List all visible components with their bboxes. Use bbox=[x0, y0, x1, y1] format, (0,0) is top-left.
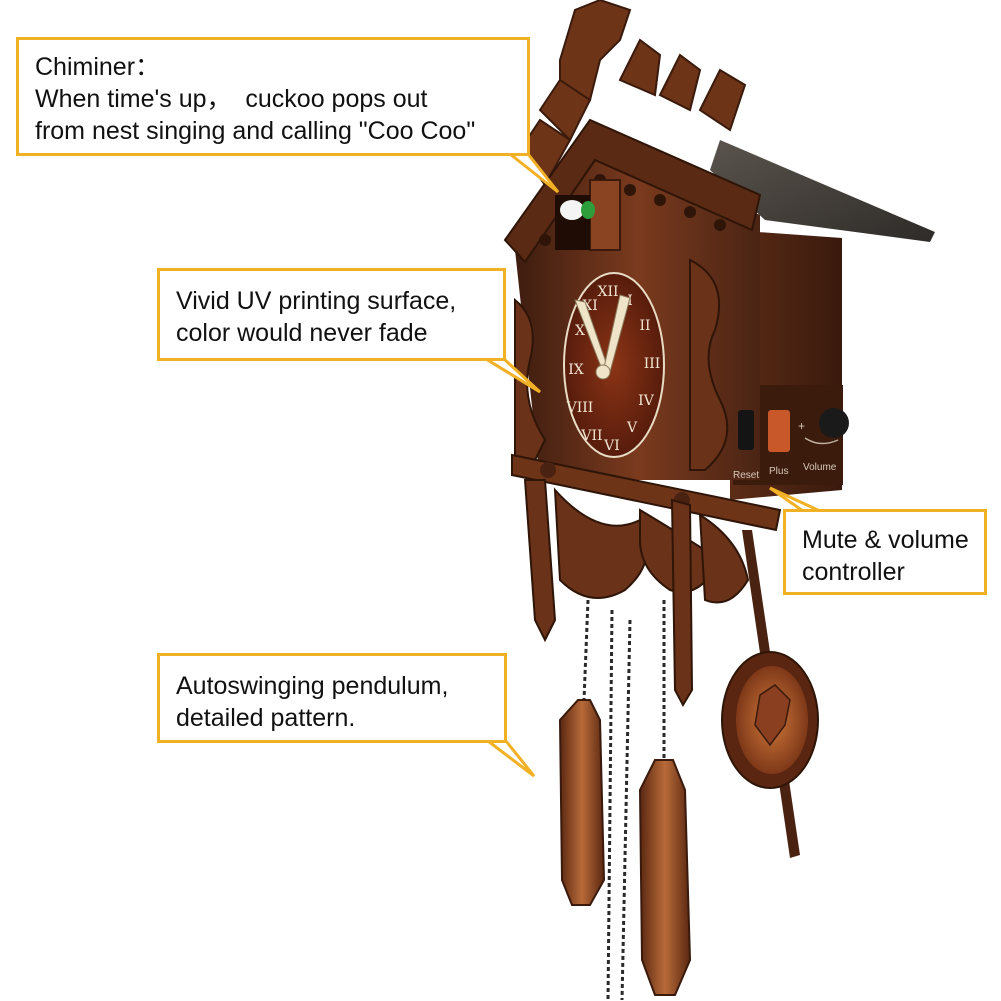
numeral-5: V bbox=[626, 420, 638, 436]
callout-mute-line1: Mute & volume bbox=[802, 526, 969, 554]
callout-uv-line2: color would never fade bbox=[176, 319, 428, 347]
plus-label: Plus bbox=[769, 466, 788, 477]
callout-chiminer: Chiminer： When time's up， cuckoo pops ou… bbox=[16, 37, 530, 156]
reset-label: Reset bbox=[733, 470, 759, 481]
numeral-8: VIII bbox=[566, 400, 594, 416]
clock-hands bbox=[574, 294, 631, 380]
numeral-9: IX bbox=[568, 362, 584, 378]
callout-pointers bbox=[485, 152, 821, 778]
volume-label: Volume bbox=[803, 462, 837, 473]
cuckoo-door bbox=[589, 179, 621, 251]
volume-knob[interactable] bbox=[819, 408, 849, 438]
numeral-1: I bbox=[627, 293, 633, 309]
callout-mute-volume: Mute & volume controller bbox=[783, 509, 987, 595]
numeral-4: IV bbox=[638, 393, 655, 409]
pendulum-leaf-icon bbox=[754, 684, 791, 747]
pinecone-weight-right bbox=[638, 759, 692, 996]
carved-crown bbox=[518, 0, 747, 187]
callout-chiminer-title: Chiminer： bbox=[35, 53, 161, 81]
cuckoo-bird bbox=[560, 200, 584, 220]
numeral-12: XII bbox=[597, 284, 618, 300]
plus-button[interactable] bbox=[768, 410, 790, 452]
callout-pendulum-line2: detailed pattern. bbox=[176, 704, 356, 732]
shelf-beam bbox=[511, 453, 782, 532]
weight-chains bbox=[582, 599, 666, 1001]
callout-chiminer-line2: from nest singing and calling "Coo Coo" bbox=[35, 117, 476, 145]
plus-sign-label: + bbox=[798, 419, 805, 433]
numeral-10: X bbox=[575, 323, 585, 339]
callout-pendulum: Autoswinging pendulum, detailed pattern. bbox=[157, 653, 507, 743]
numeral-7: VII bbox=[580, 428, 602, 444]
cuckoo-bird-wing bbox=[581, 201, 595, 219]
numeral-3: III bbox=[644, 356, 661, 372]
callout-mute-line2: controller bbox=[802, 558, 905, 586]
carved-side-scroll bbox=[514, 258, 729, 471]
volume-arc-icon bbox=[804, 437, 839, 445]
callout-pendulum-line1: Autoswinging pendulum, bbox=[176, 672, 449, 700]
pinecone-weight-left bbox=[558, 699, 606, 906]
callout-uv-line1: Vivid UV printing surface, bbox=[176, 287, 457, 315]
callout-uv-printing: Vivid UV printing surface, color would n… bbox=[157, 268, 506, 361]
dial-numerals: XII I II III IV V VI VII VIII IX X XI bbox=[566, 284, 661, 454]
numeral-2: II bbox=[639, 318, 650, 334]
reset-switch[interactable] bbox=[738, 410, 754, 450]
callout-chiminer-line1: When time's up， cuckoo pops out bbox=[35, 85, 428, 113]
roof-panel bbox=[710, 140, 935, 242]
carved-apron bbox=[523, 479, 750, 708]
numeral-6: VI bbox=[603, 438, 620, 454]
